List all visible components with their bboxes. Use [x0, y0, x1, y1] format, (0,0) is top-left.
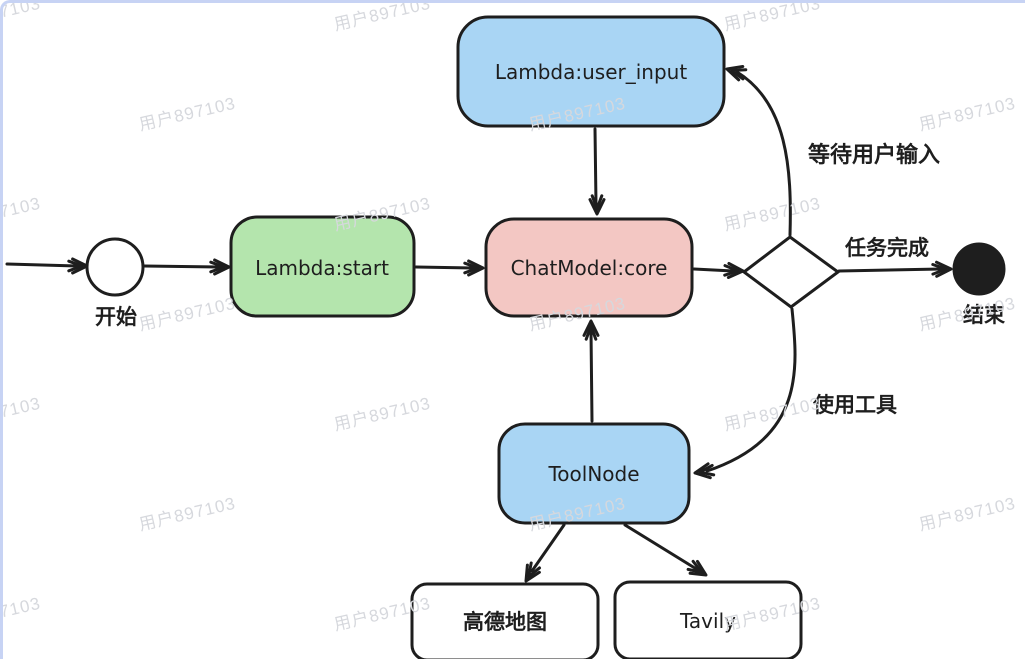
- lambda-start-box[interactable]: [229, 215, 416, 318]
- gaode-map-box[interactable]: [410, 582, 600, 659]
- end-circle[interactable]: [952, 242, 1006, 296]
- tavily-box[interactable]: [613, 580, 803, 659]
- edge-label-use-tools: 使用工具: [812, 393, 897, 417]
- chatmodel-core-box[interactable]: [484, 217, 694, 318]
- toolnode-box[interactable]: [497, 422, 691, 525]
- edge-label-task-complete: 任务完成: [844, 236, 929, 260]
- edge-lambda-start-to-chatmodel: [414, 259, 485, 277]
- node-toolnode[interactable]: ToolNode: [497, 422, 691, 525]
- gaode-map-label: 高德地图: [463, 610, 547, 634]
- lambda-user-input-label: Lambda:user_input: [495, 60, 687, 84]
- edge-entry-to-start: [5, 257, 89, 275]
- edge-decision-to-toolnode: [693, 307, 797, 480]
- node-tavily[interactable]: Tavily: [613, 580, 803, 659]
- edge-toolnode-to-gaode: [524, 523, 566, 583]
- edge-start-to-lambda-start: [142, 258, 231, 276]
- node-gaode-map[interactable]: 高德地图: [410, 582, 600, 659]
- lambda-start-label: Lambda:start: [255, 256, 389, 280]
- toolnode-label: ToolNode: [547, 462, 639, 486]
- node-lambda-user-input[interactable]: Lambda:user_input: [456, 15, 726, 128]
- node-chatmodel-core[interactable]: ChatModel:core: [484, 217, 694, 318]
- edge-decision-to-end: [837, 260, 953, 278]
- edge-chatmodel-to-decision: [692, 262, 745, 279]
- node-lambda-start[interactable]: Lambda:start: [229, 215, 416, 318]
- node-end[interactable]: 结束: [952, 242, 1006, 327]
- edge-label-wait-user-input: 等待用户输入: [808, 142, 940, 167]
- edge-decision-to-user-input: [725, 65, 792, 237]
- end-label: 结束: [963, 303, 1006, 327]
- edge-toolnode-to-chatmodel: [582, 319, 600, 423]
- edges-layer: [5, 65, 953, 583]
- flow-diagram: 开始 Lambda:start Lambda:user_input ChatMo…: [5, 15, 1006, 659]
- decision-diamond-shape[interactable]: [741, 235, 841, 309]
- edge-toolnode-to-tavily: [623, 523, 708, 577]
- chatmodel-core-label: ChatModel:core: [511, 256, 668, 280]
- tavily-label: Tavily: [679, 609, 736, 633]
- node-decision-diamond[interactable]: [741, 235, 841, 309]
- node-start[interactable]: 开始: [85, 237, 145, 329]
- edge-user-input-to-chatmodel: [588, 127, 606, 216]
- start-label: 开始: [95, 305, 137, 329]
- lambda-user-input-box[interactable]: [456, 15, 726, 128]
- start-circle[interactable]: [85, 237, 145, 297]
